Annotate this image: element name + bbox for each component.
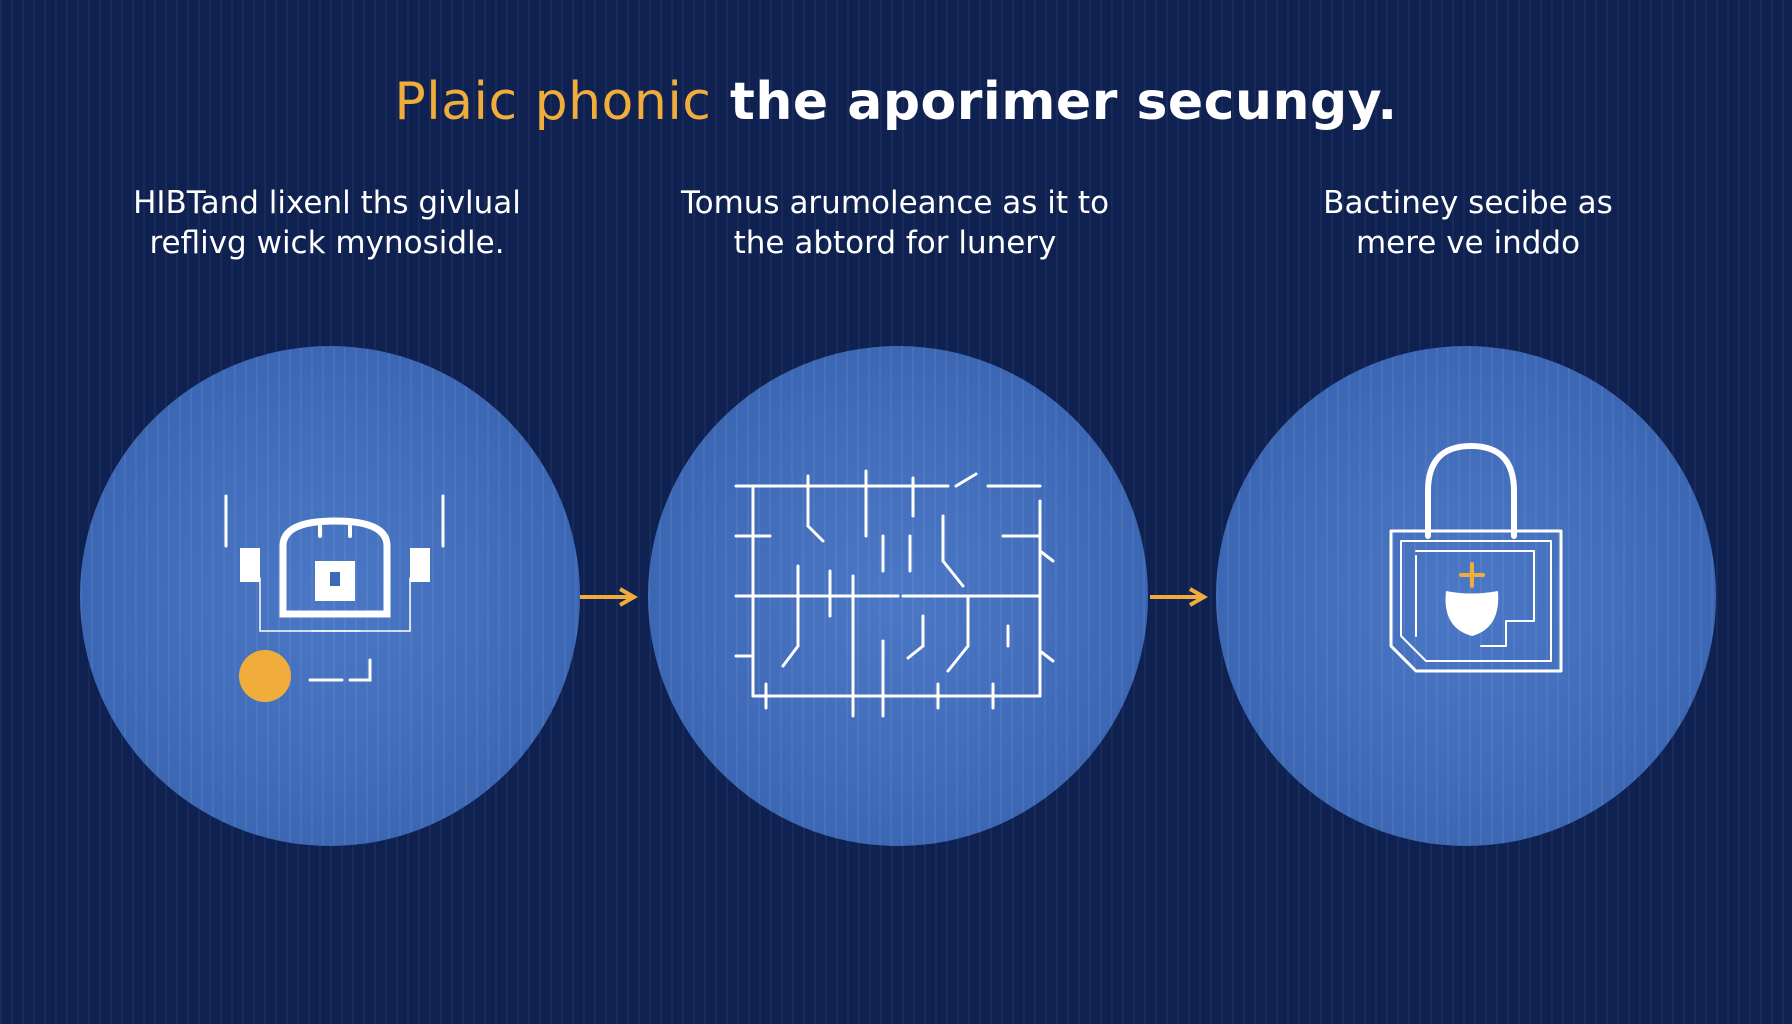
step-1-caption-line-1: HIBTand lixenl ths givlual — [133, 185, 521, 221]
step-3-caption-line-1: Bactiney secibe as — [1323, 185, 1613, 221]
step-1-caption: HIBTand lixenl ths givlual reflivg wick … — [87, 183, 567, 263]
arrow-right-icon — [1150, 587, 1208, 607]
title-highlight: Plaic phonic — [394, 72, 712, 132]
step-3-caption-line-2: mere ve inddo — [1355, 225, 1581, 261]
padlock-shield-icon — [1389, 443, 1563, 673]
step-1-caption-line-2: reflivg wick mynosidle. — [149, 225, 505, 261]
step-3-caption: Bactiney secibe as mere ve inddo — [1228, 183, 1708, 263]
title-rest: the aporimer secungy. — [729, 72, 1398, 132]
step-1-circle — [80, 346, 580, 846]
page-title: Plaic phonic the aporimer secungy. — [0, 72, 1792, 132]
step-2-caption-line-2: the abtord for lunery — [733, 225, 1057, 261]
step-2-caption-line-1: Tomus arumoleance as it to — [680, 185, 1110, 221]
step-2-circle — [648, 346, 1148, 846]
maze-grid-icon — [734, 469, 1055, 718]
vault-lock-icon — [224, 494, 445, 702]
step-3-circle — [1216, 346, 1716, 846]
step-2-caption: Tomus arumoleance as it to the abtord fo… — [655, 183, 1135, 263]
arrow-right-icon — [580, 587, 638, 607]
